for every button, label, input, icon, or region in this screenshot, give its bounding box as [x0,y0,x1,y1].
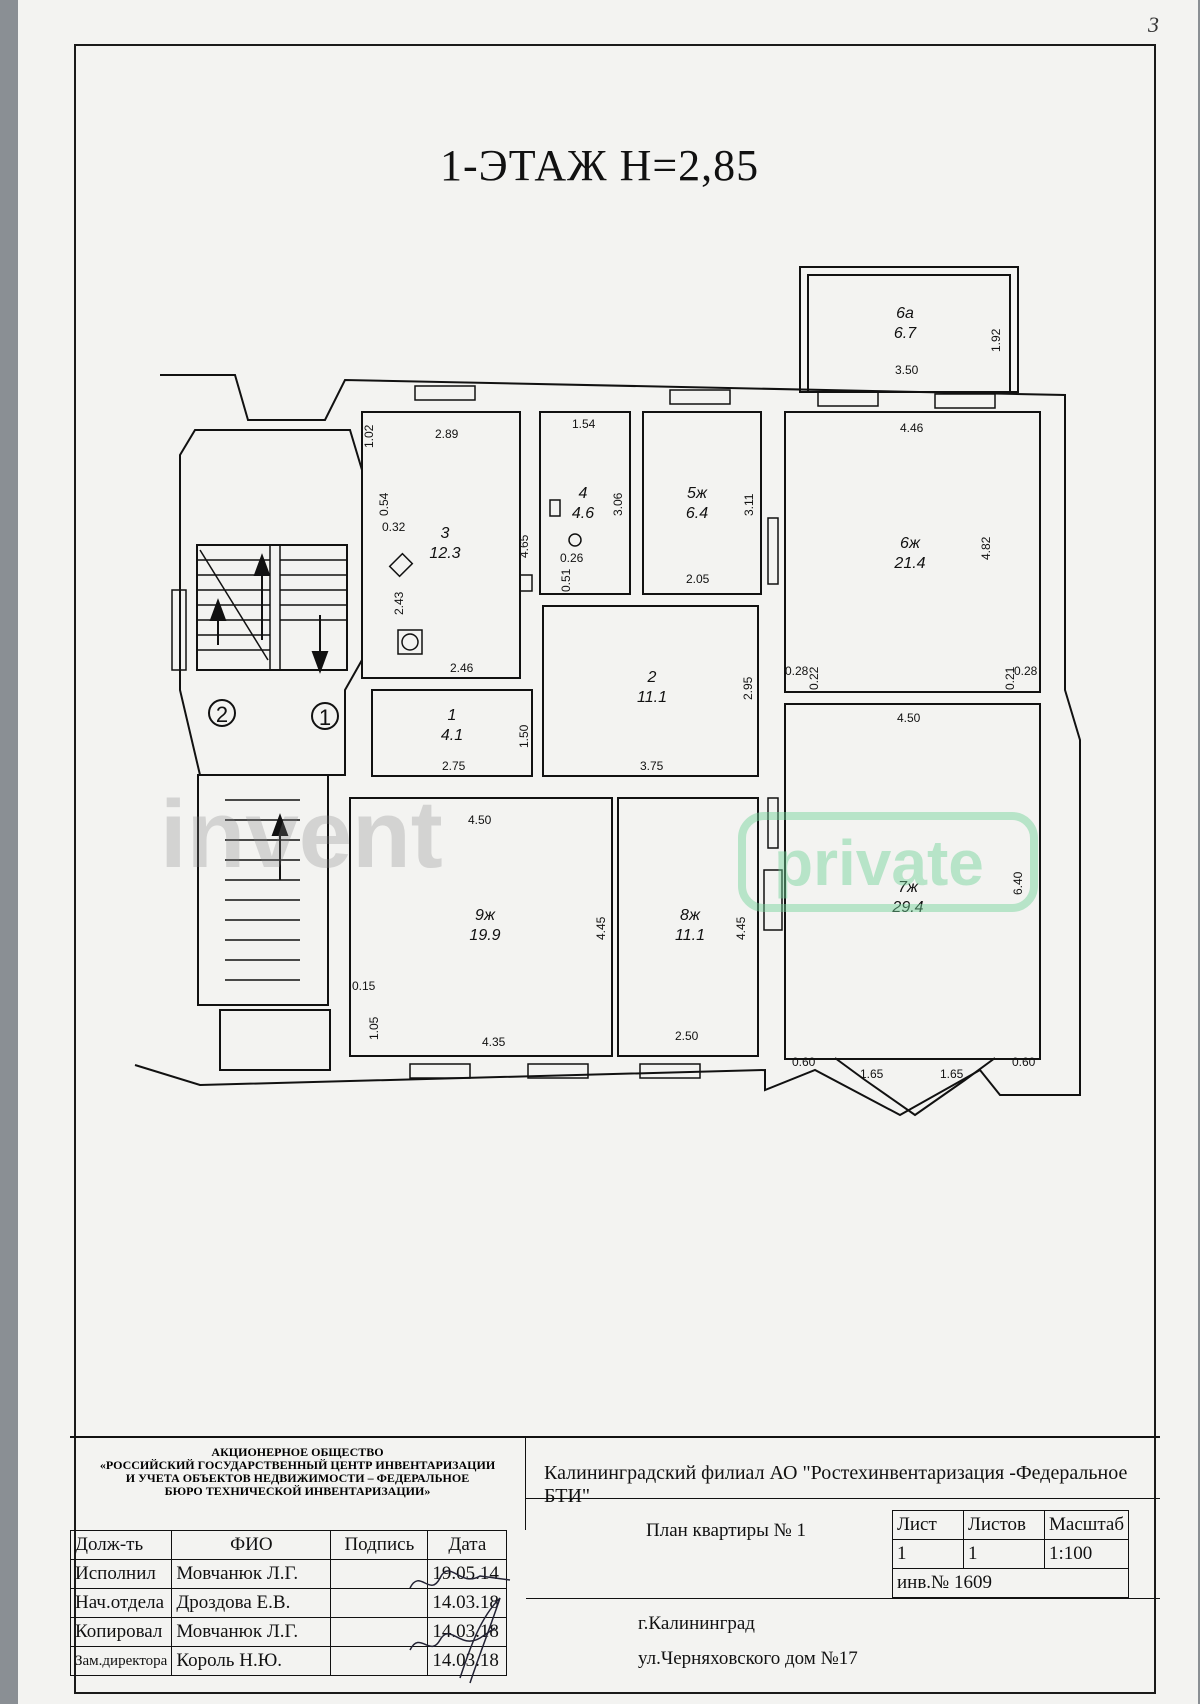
room-area: 21.4 [893,555,925,572]
room-id: 8ж [680,907,701,924]
room-id: 3 [441,525,450,542]
dim: 0.22 [807,666,821,690]
dim: 0.60 [1012,1055,1036,1069]
room-id: 7ж [898,879,919,896]
room-area: 29.4 [891,899,923,916]
dim: 4.65 [517,534,531,558]
room-area: 19.9 [469,927,500,944]
dim: 2.05 [686,572,710,586]
stair-arrows [209,553,329,880]
dim: 2.43 [392,591,406,615]
room-labels: 3 12.3 4 4.6 5ж 6.4 6ж 21.4 6а 6.7 2 11.1 1 4.1… [429,305,925,944]
dim: 0.28 [785,664,809,678]
dim: 1.65 [860,1067,884,1081]
watermark-badge-text: private [774,827,984,899]
floor-title: 1-ЭТАЖ Н=2,85 [440,141,760,190]
dim: 1.92 [989,328,1003,352]
branch-name: Калининградский филиал АО "Ростехинвента… [544,1462,1128,1507]
watermark-text: invent [160,781,443,888]
dim: 0.28 [1014,664,1038,678]
dim: 2.75 [442,759,466,773]
room-area: 11.1 [675,927,705,944]
page-number: 3 [1148,12,1159,37]
dim: 4.46 [900,421,924,435]
city: г.Калининград [638,1613,755,1634]
document-sheet [18,0,1198,1704]
dim: 1.50 [517,724,531,748]
room-area: 4.1 [441,727,463,744]
dim: 1.02 [362,424,376,448]
dim: 4.45 [734,916,748,940]
dim: 4.50 [897,711,921,725]
dim: 2.89 [435,427,459,441]
signatures-table: Долж-ть ФИО Подпись Дата Исполнил Мовчан… [69,1530,508,1676]
dim: 4.35 [482,1035,506,1049]
svg-text:2: 2 [216,702,228,727]
dim: 4.82 [979,536,993,560]
dim: 2.95 [741,676,755,700]
dim: 0.60 [792,1055,816,1069]
signature-cell [330,1617,429,1647]
windows [171,385,996,1079]
plan-name: План квартиры № 1 [646,1520,807,1541]
dim: 4.45 [594,916,608,940]
room-id: 6ж [900,535,921,552]
room-id: 1 [448,707,457,724]
floor-plan: 2 1 3 12.3 4 4.6 5ж 6.4 6ж 21.4 6а 6.7 2 11.1 … [134,266,1081,1117]
dim: 1.65 [940,1067,964,1081]
fixtures [388,499,582,655]
room-id: 6а [896,305,914,322]
document-info: Калининградский филиал АО "Ростехинвента… [526,1438,1160,1696]
dim: 1.54 [572,417,596,431]
room-id: 5ж [687,485,708,502]
dim: 0.21 [1003,666,1017,690]
dim: 0.54 [377,492,391,516]
dim: 3.06 [611,492,625,516]
drawing-frame [74,44,1156,1694]
street-address: ул.Черняховского дом №17 [638,1648,858,1669]
signature-cell [330,1588,429,1618]
room-id: 2 [647,669,657,686]
dim: 0.26 [560,551,584,565]
dim: 3.75 [640,759,664,773]
dim: 2.46 [450,661,474,675]
handwritten-signatures [409,1570,511,1684]
dimension-labels: 3.50 1.92 2.89 1.02 0.54 0.32 2.43 2.46 … [352,328,1038,1081]
room-area: 6.7 [894,325,917,342]
dim: 2.50 [675,1029,699,1043]
dim: 0.32 [382,520,406,534]
dim: 3.50 [895,363,919,377]
dim: 1.05 [367,1016,381,1040]
title-block: АКЦИОНЕРНОЕ ОБЩЕСТВО «РОССИЙСКИЙ ГОСУДАР… [69,1436,1160,1696]
organization-name: АКЦИОНЕРНОЕ ОБЩЕСТВО «РОССИЙСКИЙ ГОСУДАР… [70,1438,526,1530]
svg-text:1: 1 [319,705,331,730]
stair-marker-1: 1 [311,702,339,730]
watermark-badge: private [738,812,1038,912]
table-row: Нач.отдела Дроздова Е.В. 14.03.18 [69,1588,508,1618]
table-row: Зам.директора Король Н.Ю. 14.03.18 [69,1646,508,1676]
plan-walls [134,266,1081,1117]
stair-marker-2: 2 [208,699,236,727]
room-id: 4 [579,485,588,502]
inventory-number: инв.№ 1609 [891,1568,1130,1598]
sheet-info-table: Лист Листов Масштаб 1 1 1:100 инв.№ 1609 [891,1510,1130,1598]
dim: 3.11 [742,493,756,516]
room-area: 12.3 [429,545,460,562]
dim: 0.51 [559,568,573,592]
dim: 4.50 [468,813,492,827]
room-area: 11.1 [637,689,667,706]
room-area: 4.6 [572,505,594,522]
stair-hatching [197,545,347,981]
dim: 0.15 [352,979,376,993]
room-area: 6.4 [686,505,708,522]
room-id: 9ж [475,907,496,924]
